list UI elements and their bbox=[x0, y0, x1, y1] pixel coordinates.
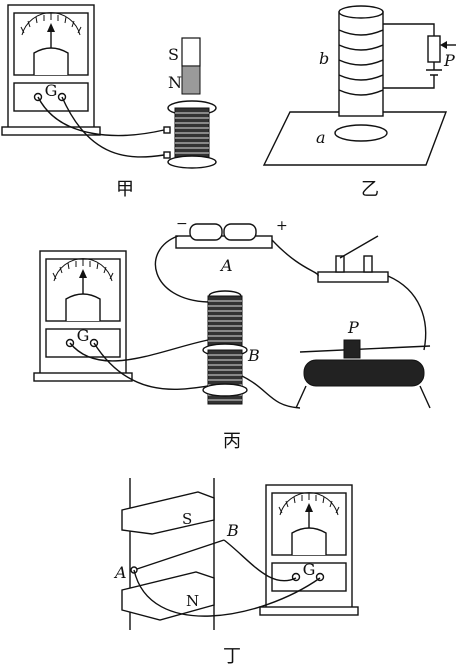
wire-jia-1 bbox=[37, 96, 165, 137]
meter-label-ding: G bbox=[303, 560, 316, 579]
panel-bing: − + A G B P 丙 bbox=[33, 216, 431, 452]
galvanometer-ding bbox=[259, 484, 359, 616]
conductor-rod bbox=[133, 539, 225, 571]
meter-label-bing: G bbox=[77, 326, 90, 345]
meter-label-jia: G bbox=[45, 81, 58, 100]
battery-minus: − bbox=[176, 216, 188, 232]
pole-n-label: N bbox=[186, 592, 199, 610]
ring-a bbox=[334, 124, 388, 142]
magnet-s-label: S bbox=[168, 45, 179, 64]
magnet-n-label: N bbox=[168, 73, 182, 92]
battery-label: A bbox=[219, 256, 233, 275]
coil-jia bbox=[174, 107, 210, 163]
rod-a-label: A bbox=[113, 563, 127, 582]
caption-jia: 甲 bbox=[116, 179, 134, 200]
caption-ding: 丁 bbox=[223, 646, 241, 667]
ring-label: a bbox=[316, 128, 326, 147]
coil-a bbox=[207, 295, 243, 351]
slider-label-bing: P bbox=[347, 318, 359, 337]
panel-yi: a b P 乙 bbox=[262, 5, 456, 200]
coil-b bbox=[338, 29, 384, 96]
caption-bing: 丙 bbox=[223, 431, 241, 452]
rheostat-bing bbox=[303, 359, 425, 387]
caption-yi: 乙 bbox=[361, 179, 379, 200]
galvanometer-jia bbox=[1, 4, 101, 136]
coil-label: b bbox=[319, 49, 329, 68]
pole-s bbox=[121, 491, 215, 535]
switch-lever bbox=[339, 235, 379, 259]
slider-label-yi: P bbox=[443, 51, 455, 70]
coil-b-label: B bbox=[247, 346, 260, 365]
battery-holder bbox=[175, 235, 273, 249]
pole-n bbox=[121, 571, 215, 621]
rheostat-yi bbox=[427, 35, 441, 63]
panel-ding: S N A B G 丁 bbox=[113, 478, 359, 667]
panel-jia: G S N 甲 bbox=[1, 4, 217, 200]
wire-jia-2 bbox=[61, 96, 165, 158]
magnet-s-half bbox=[181, 37, 201, 67]
pole-s-label: S bbox=[182, 510, 192, 528]
battery-plus: + bbox=[276, 218, 288, 234]
magnet-n-half bbox=[181, 65, 201, 95]
rod-b-label: B bbox=[226, 521, 239, 540]
switch-base bbox=[317, 271, 389, 283]
